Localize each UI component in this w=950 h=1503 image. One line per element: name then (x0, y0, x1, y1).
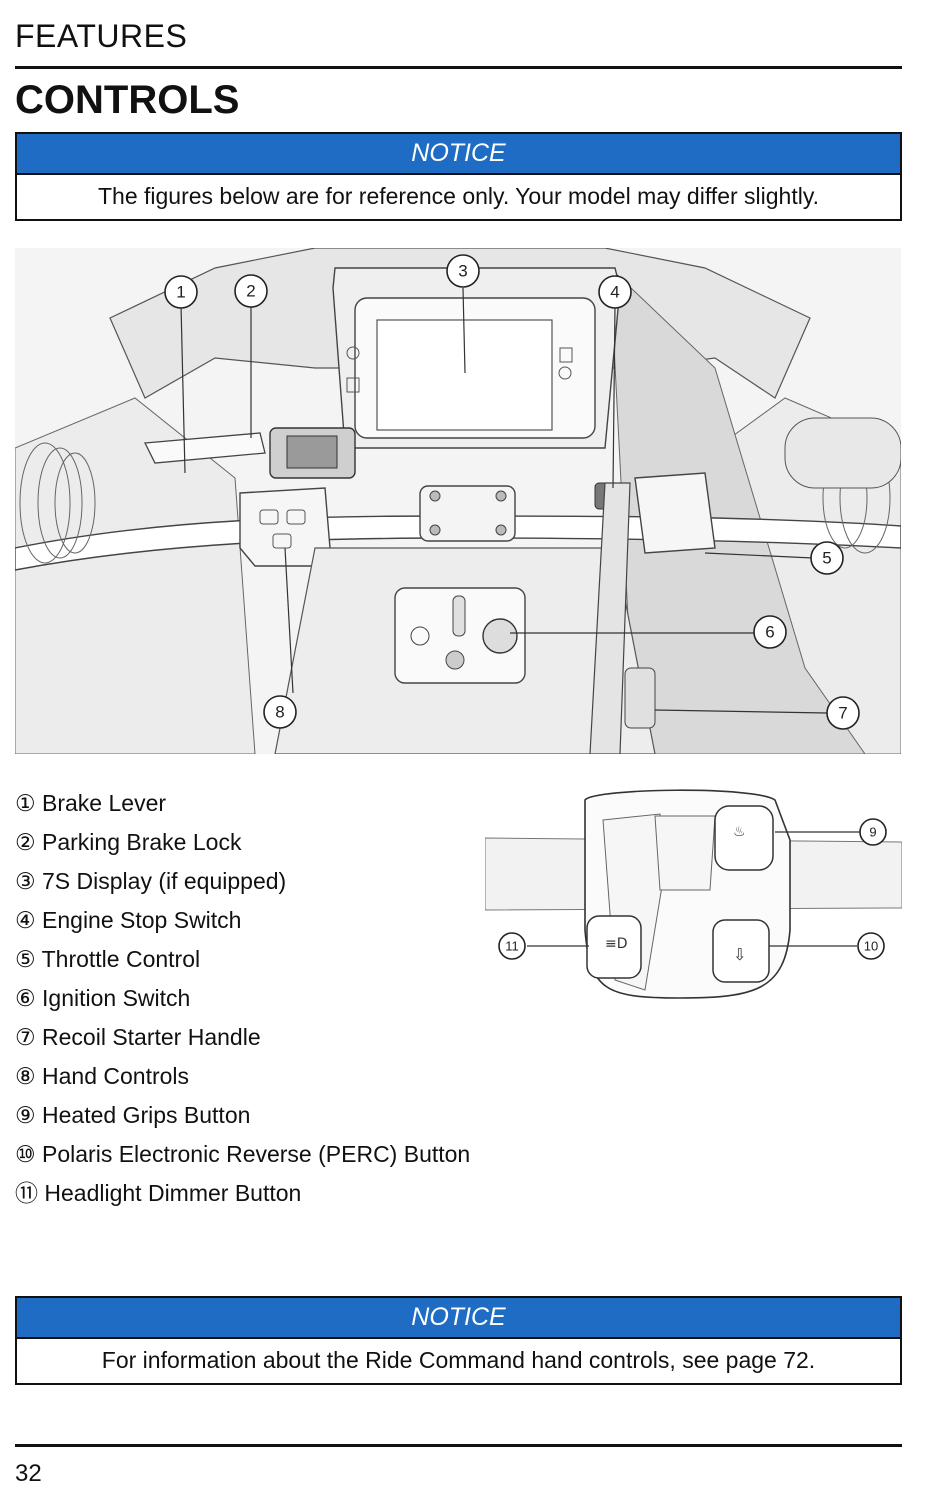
list-item-throttle-control: ⑤ Throttle Control (15, 946, 475, 973)
item-label: Headlight Dimmer Button (44, 1180, 302, 1206)
heat-icon: ♨ (733, 824, 746, 840)
notice-top-text: The figures below are for reference only… (97, 183, 820, 209)
item-number: ⑥ (15, 985, 36, 1011)
list-item-hand-controls: ⑧ Hand Controls (15, 1063, 475, 1090)
notice-bottom: NOTICE For information about the Ride Co… (15, 1296, 902, 1385)
header-rule (15, 66, 902, 69)
callout-9: 9 (859, 818, 887, 846)
item-label: Parking Brake Lock (42, 829, 242, 855)
item-number: ⑧ (15, 1063, 36, 1089)
item-number: ① (15, 790, 36, 816)
list-item-parking-brake-lock: ② Parking Brake Lock (15, 829, 475, 856)
callout-5: 5 (810, 541, 844, 575)
svg-text:5: 5 (822, 549, 831, 568)
svg-text:9: 9 (869, 825, 876, 840)
page-title: CONTROLS (15, 78, 240, 122)
item-label: Hand Controls (42, 1063, 190, 1089)
item-number: ⑨ (15, 1102, 36, 1128)
list-item-headlight-dimmer-button: ⑪ Headlight Dimmer Button (15, 1180, 475, 1207)
item-number: ⑦ (15, 1024, 36, 1050)
heated-grips-button-shape (714, 805, 774, 871)
section-header: FEATURES (15, 18, 188, 54)
item-number: ⑤ (15, 946, 36, 972)
cockpit-figure: 1 2 3 4 5 6 7 8 (15, 248, 901, 754)
item-label: Engine Stop Switch (42, 907, 242, 933)
item-label: Ignition Switch (42, 985, 191, 1011)
callout-4: 4 (598, 275, 632, 309)
notice-bottom-heading: NOTICE (17, 1298, 900, 1339)
footer-rule (15, 1444, 902, 1447)
notice-top-heading: NOTICE (17, 134, 900, 175)
notice-top: NOTICE The figures below are for referen… (15, 132, 902, 221)
svg-text:11: 11 (505, 939, 519, 954)
notice-bottom-text: For information about the Ride Command h… (101, 1347, 816, 1373)
list-item-display: ③ 7S Display (if equipped) (15, 868, 475, 895)
reverse-button-shape (712, 919, 770, 983)
reverse-arrow-icon: ⇩ (733, 945, 746, 964)
svg-text:4: 4 (610, 283, 619, 302)
callout-7: 7 (826, 696, 860, 730)
item-label: Heated Grips Button (42, 1102, 251, 1128)
list-item-brake-lever: ① Brake Lever (15, 790, 475, 817)
svg-text:10: 10 (864, 939, 878, 954)
item-label: 7S Display (if equipped) (42, 868, 287, 894)
callout-8: 8 (263, 695, 297, 729)
headlight-button-shape (586, 915, 642, 979)
list-item-ignition-switch: ⑥ Ignition Switch (15, 985, 475, 1012)
item-number: ④ (15, 907, 36, 933)
page-number: 32 (15, 1460, 42, 1487)
svg-text:2: 2 (246, 282, 255, 301)
item-number: ② (15, 829, 36, 855)
hand-controls-figure: ♨ ≡D ⇩ 9 10 11 (485, 780, 902, 1005)
callout-3: 3 (446, 254, 480, 288)
list-item-engine-stop-switch: ④ Engine Stop Switch (15, 907, 475, 934)
list-item-heated-grips-button: ⑨ Heated Grips Button (15, 1102, 475, 1129)
svg-text:7: 7 (838, 704, 847, 723)
item-number: ⑩ (15, 1141, 36, 1167)
list-item-recoil-starter-handle: ⑦ Recoil Starter Handle (15, 1024, 475, 1051)
item-number: ③ (15, 868, 36, 894)
headlight-icon: ≡D (605, 936, 628, 952)
item-label: Brake Lever (42, 790, 167, 816)
item-number: ⑪ (15, 1180, 38, 1206)
callout-2: 2 (234, 274, 268, 308)
item-label: Polaris Electronic Reverse (PERC) Button (42, 1141, 471, 1167)
item-label: Recoil Starter Handle (42, 1024, 261, 1050)
callout-11: 11 (498, 932, 526, 960)
item-label: Throttle Control (41, 946, 201, 972)
callout-6: 6 (753, 615, 787, 649)
svg-text:6: 6 (765, 623, 774, 642)
svg-text:8: 8 (275, 703, 284, 722)
callout-10: 10 (857, 932, 885, 960)
callout-1: 1 (164, 275, 198, 309)
svg-text:3: 3 (458, 262, 467, 281)
controls-list: ① Brake Lever ② Parking Brake Lock ③ 7S … (15, 790, 475, 1219)
svg-text:1: 1 (176, 283, 185, 302)
list-item-perc-button: ⑩ Polaris Electronic Reverse (PERC) Butt… (15, 1141, 475, 1168)
